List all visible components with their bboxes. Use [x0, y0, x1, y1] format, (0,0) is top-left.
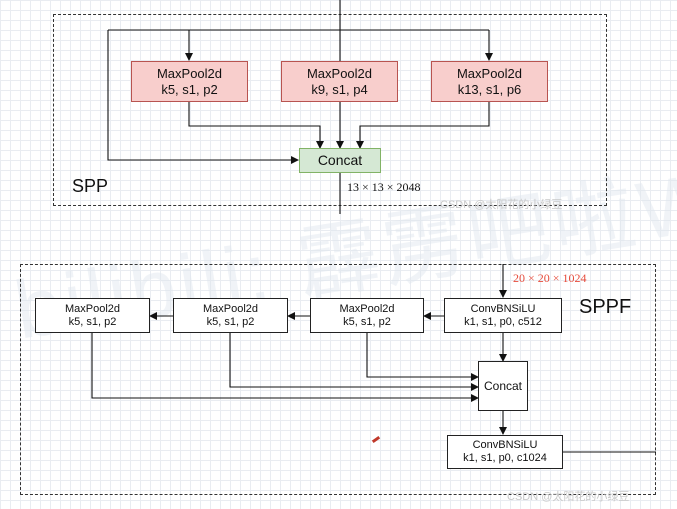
- spp-maxpool-k9-name: MaxPool2d: [306, 66, 373, 82]
- sppf-conv-out-name: ConvBNSiLU: [472, 439, 538, 452]
- sppf-frame: [20, 264, 656, 495]
- spp-maxpool-k9-params: k9, s1, p4: [311, 81, 368, 97]
- sppf-maxpool-1-name: MaxPool2d: [339, 302, 395, 315]
- csdn-watermark-bottom: CSDN @太阳花的小绿豆: [507, 491, 630, 503]
- sppf-conv-in-name: ConvBNSiLU: [470, 302, 536, 315]
- sppf-conv-out-params: k1, s1, p0, c1024: [463, 452, 547, 464]
- sppf-maxpool-1: MaxPool2d k5, s1, p2: [310, 298, 424, 333]
- sppf-maxpool-3: MaxPool2d k5, s1, p2: [35, 298, 150, 333]
- spp-label: SPP: [72, 176, 109, 196]
- spp-maxpool-k5: MaxPool2d k5, s1, p2: [131, 61, 248, 102]
- sppf-maxpool-3-name: MaxPool2d: [64, 302, 121, 315]
- sppf-conv-in-params: k1, s1, p0, c512: [464, 315, 542, 328]
- sppf-conv-in: ConvBNSiLU k1, s1, p0, c512: [444, 298, 562, 333]
- sppf-concat: Concat: [478, 361, 528, 411]
- sppf-conv-out: ConvBNSiLU k1, s1, p0, c1024: [447, 435, 563, 469]
- sppf-maxpool-2: MaxPool2d k5, s1, p2: [173, 298, 288, 333]
- spp-maxpool-k5-name: MaxPool2d: [156, 66, 223, 82]
- spp-maxpool-k13-name: MaxPool2d: [456, 66, 523, 82]
- spp-maxpool-k5-params: k5, s1, p2: [161, 81, 218, 97]
- sppf-maxpool-3-params: k5, s1, p2: [68, 315, 117, 328]
- spp-maxpool-k13-params: k13, s1, p6: [457, 81, 522, 97]
- sppf-maxpool-2-name: MaxPool2d: [202, 302, 259, 315]
- sppf-maxpool-2-params: k5, s1, p2: [206, 315, 255, 328]
- sppf-input-shape: 20 × 20 × 1024: [513, 271, 587, 285]
- spp-maxpool-k9: MaxPool2d k9, s1, p4: [281, 61, 398, 102]
- spp-maxpool-k13: MaxPool2d k13, s1, p6: [431, 61, 548, 102]
- spp-output-shape: 13 × 13 × 2048: [347, 180, 421, 194]
- csdn-watermark-top: CSDN @太阳花的小绿豆: [440, 199, 563, 211]
- spp-frame: [53, 14, 607, 206]
- spp-concat: Concat: [299, 148, 381, 173]
- sppf-maxpool-1-params: k5, s1, p2: [343, 315, 391, 328]
- sppf-label: SPPF: [579, 296, 632, 318]
